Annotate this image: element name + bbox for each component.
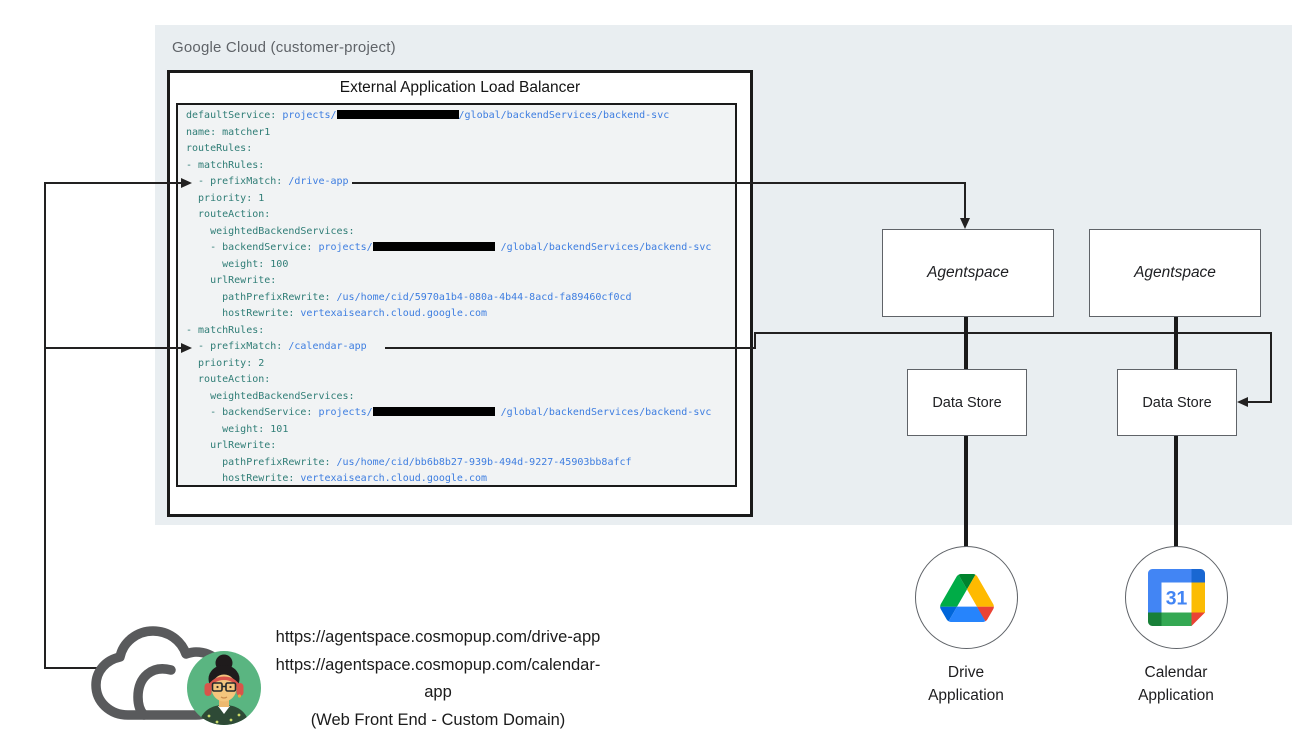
calendar-request-line [44,347,183,349]
calendar-application-label: Calendar Application [1138,664,1214,704]
data-store-box-1: Data Store [907,369,1027,436]
drive-route-arrowhead-icon [960,218,970,229]
drive-request-arrowhead-icon [181,178,192,188]
client-vertical-line [44,183,46,669]
calendar-route-line-2 [754,332,1272,334]
agentspace-label-2: Agentspace [1134,264,1216,281]
drive-application-circle [915,546,1018,649]
agentspace1-datastore1-connector [964,317,968,370]
calendar-route-line-3 [1246,401,1272,403]
data-store-box-2: Data Store [1117,369,1237,436]
calendar-route-arrowhead-icon [1237,397,1248,407]
agentspace-box-2: Agentspace [1089,229,1261,317]
calendar-application-circle: 31 [1125,546,1228,649]
calendar-route-line-1 [385,347,755,349]
drive-request-line [44,182,183,184]
calendar-day-number: 31 [1166,587,1188,609]
calendar-app-url: https://agentspace.cosmopup.com/calendar… [275,655,601,702]
user-avatar [187,651,261,725]
google-drive-icon [939,573,994,622]
data-store-label-2: Data Store [1142,394,1212,411]
datastore1-drive-connector [964,436,968,547]
drive-route-line-vertical [964,182,966,219]
drive-route-line-horizontal [352,182,966,184]
calendar-route-line-vertical [1270,332,1272,403]
agentspace-label-1: Agentspace [927,264,1009,281]
datastore2-calendar-connector [1174,436,1178,547]
load-balancer-title: External Application Load Balancer [339,79,581,96]
client-horizontal-line [44,667,148,669]
calendar-route-step [754,332,756,349]
client-caption: (Web Front End - Custom Domain) [310,710,566,729]
google-cloud-label: Google Cloud (customer-project) [172,39,396,56]
drive-application-label: Drive Application [928,664,1004,704]
agentspace2-datastore2-connector [1174,317,1178,370]
lb-yaml-code: defaultService: projects//global/backend… [186,110,712,484]
google-calendar-icon: 31 [1148,569,1205,626]
agentspace-box-1: Agentspace [882,229,1054,317]
drive-app-url: https://agentspace.cosmopup.com/drive-ap… [275,628,601,646]
data-store-label-1: Data Store [932,394,1002,411]
calendar-request-arrowhead-icon [181,343,192,353]
url-map-code-block: defaultService: projects//global/backend… [176,103,737,487]
client-url-block: https://agentspace.cosmopup.com/drive-ap… [267,624,609,733]
